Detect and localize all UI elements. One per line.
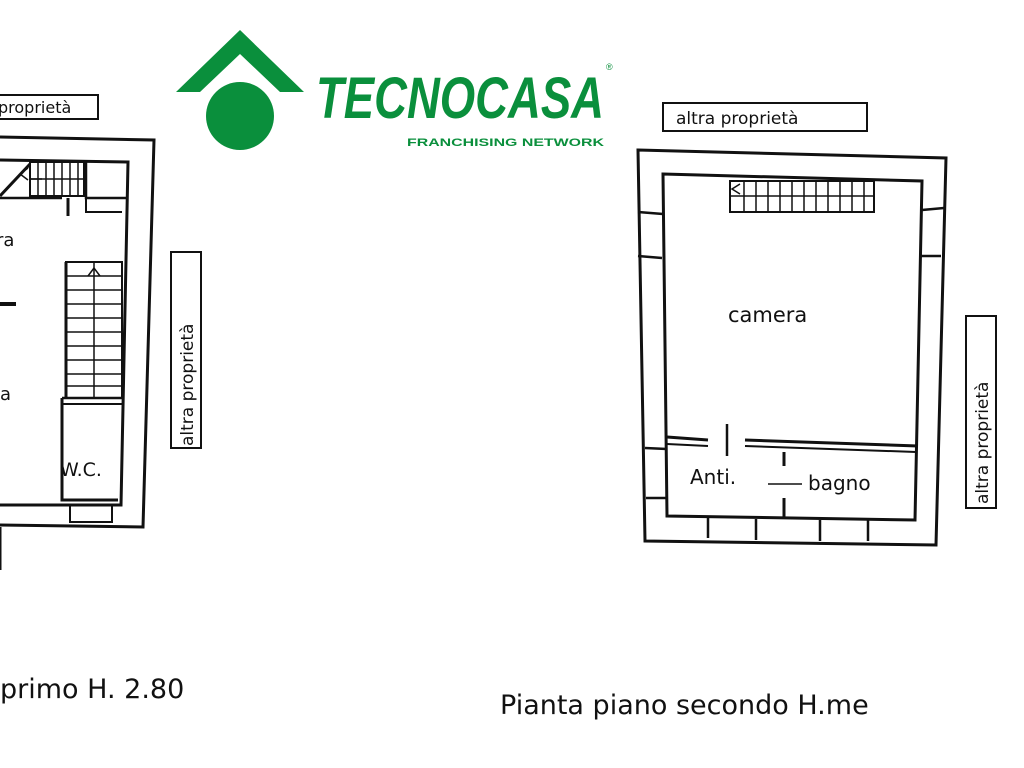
right-floor-caption: Pianta piano secondo H.me <box>500 690 869 721</box>
left-room-a-label: ra <box>0 230 14 251</box>
left-floor-plan <box>0 94 202 570</box>
left-top-label-box <box>0 94 99 120</box>
right-top-label: altra proprietà <box>676 109 798 129</box>
left-side-label: altra proprietà <box>178 324 198 446</box>
left-floor-caption: primo H. 2.80 <box>0 674 184 705</box>
logo-tagline: FRANCHISING NETWORK <box>407 137 604 149</box>
camera-label: camera <box>728 303 807 327</box>
left-top-label: proprietà <box>0 98 71 117</box>
anti-label: Anti. <box>690 465 736 489</box>
right-floor-plan <box>636 102 997 547</box>
right-side-label: altra proprietà <box>973 382 993 504</box>
right-top-label-box <box>662 102 868 132</box>
logo-wordmark: TECNOCASA <box>316 66 604 131</box>
logo-sun-icon <box>206 82 274 150</box>
logo-roof-icon <box>176 30 304 92</box>
left-room-b-label: a <box>0 384 11 405</box>
left-side-label-box <box>170 251 202 449</box>
right-side-label-box <box>965 315 997 509</box>
left-wc-label: W.C. <box>60 459 102 481</box>
tecnocasa-logo: TECNOCASA ® FRANCHISING NETWORK <box>176 30 613 150</box>
bagno-label: bagno <box>808 471 871 495</box>
logo-registered-mark: ® <box>606 62 613 72</box>
